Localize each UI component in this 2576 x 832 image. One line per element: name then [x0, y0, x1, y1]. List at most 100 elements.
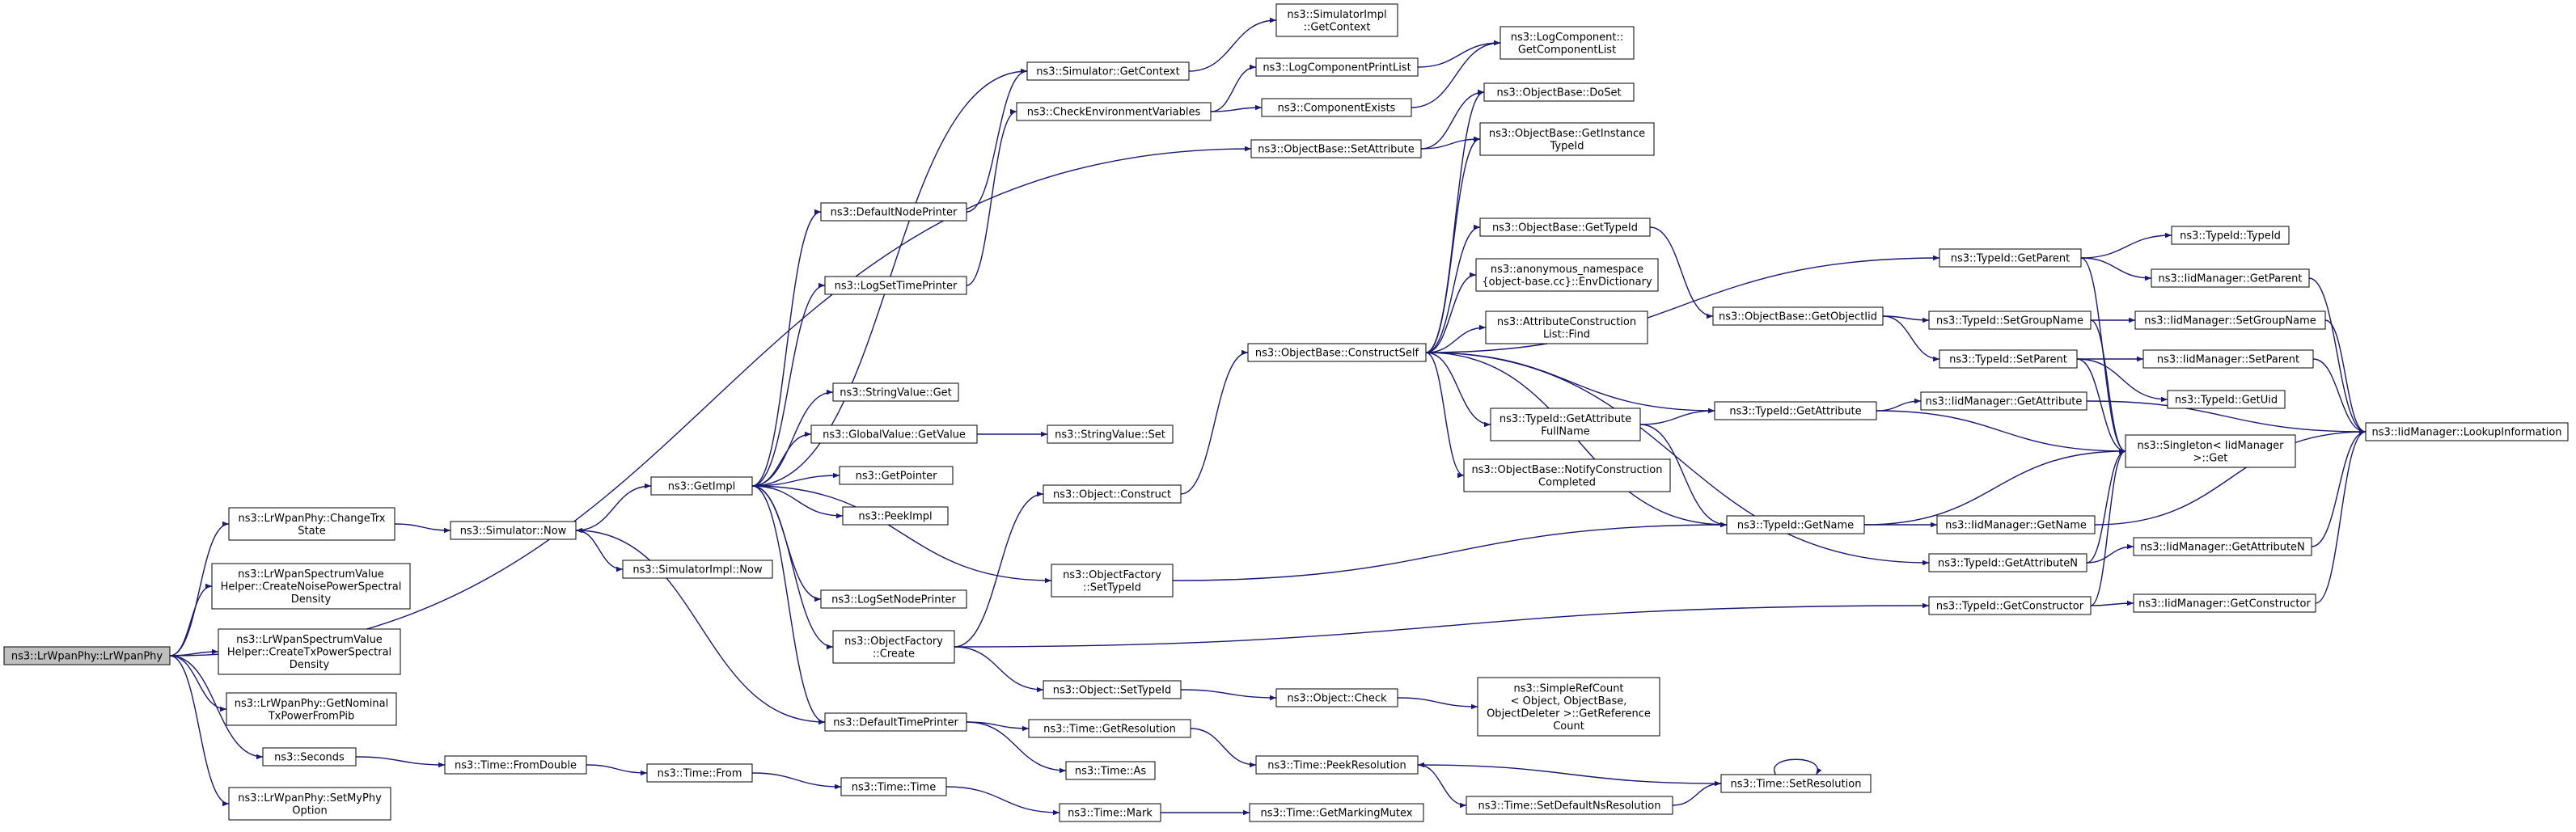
node-simgetctx[interactable]: ns3::Simulator::GetContext [1026, 61, 1190, 81]
node-simimplctx[interactable]: ns3::SimulatorImpl::GetContext [1275, 3, 1398, 37]
node-getpointer[interactable]: ns3::GetPointer [839, 466, 954, 485]
edge-getresolution-to-peekres [1190, 728, 1257, 768]
node-tidgetparent[interactable]: ns3::TypeId::GetParent [1939, 248, 2082, 268]
node-obdoset[interactable]: ns3::ObjectBase::DoSet [1483, 82, 1635, 102]
node-tidgetattr[interactable]: ns3::TypeId::GetAttribute [1714, 401, 1877, 420]
node-label: Helper::CreateTxPowerSpectral [227, 647, 391, 659]
node-fromdouble[interactable]: ns3::Time::FromDouble [444, 755, 587, 775]
node-compexists[interactable]: ns3::ComponentExists [1261, 98, 1412, 117]
node-box [1499, 26, 1635, 60]
node-root[interactable]: ns3::LrWpanPhy::LrWpanPhy [3, 646, 171, 665]
node-getobjectiid[interactable]: ns3::ObjectBase::GetObjectIid [1712, 306, 1884, 326]
node-label: ns3::LogComponentPrintList [1263, 62, 1411, 74]
edge-tidgetattrn-to-iidgetattrn [2086, 543, 2134, 564]
edge-iidsetparent-to-iidlookup [2312, 358, 2367, 435]
node-label: TypeId [1550, 140, 1584, 152]
node-peekimpl[interactable]: ns3::PeekImpl [842, 506, 949, 526]
node-ofsettypeid[interactable]: ns3::ObjectFactory::SetTypeId [1051, 564, 1174, 598]
edge-obsetattr-to-obdoset [1420, 89, 1485, 150]
node-tidgetattrn[interactable]: ns3::TypeId::GetAttributeN [1928, 553, 2087, 572]
edge-iidgetattrn-to-iidlookup [2311, 429, 2367, 547]
node-checkenv[interactable]: ns3::CheckEnvironmentVariables [1016, 102, 1212, 121]
edge-logsettime-to-checkenv [966, 108, 1017, 286]
node-strset[interactable]: ns3::StringValue::Set [1047, 424, 1174, 444]
node-label: ns3::Time::From [658, 768, 742, 780]
node-envdict[interactable]: ns3::anonymous_namespace{object-base.cc}… [1475, 258, 1659, 292]
node-iidgetctor[interactable]: ns3::IidManager::GetConstructor [2133, 593, 2316, 613]
node-label: ns3::DefaultTimePrinter [833, 717, 958, 729]
node-timefrom[interactable]: ns3::Time::From [646, 763, 753, 783]
node-singleton[interactable]: ns3::Singleton< IidManager>::Get [2125, 434, 2296, 468]
node-timetime[interactable]: ns3::Time::Time [840, 777, 947, 796]
node-strget[interactable]: ns3::StringValue::Get [832, 382, 959, 402]
node-seconds[interactable]: ns3::Seconds [262, 747, 357, 767]
node-iidsetparent[interactable]: ns3::IidManager::SetParent [2142, 349, 2314, 369]
node-tidgetname[interactable]: ns3::TypeId::GetName [1726, 515, 1865, 534]
node-box [226, 692, 397, 726]
node-defnodeprinter[interactable]: ns3::DefaultNodePrinter [820, 202, 967, 222]
node-objconstruct[interactable]: ns3::Object::Construct [1043, 484, 1182, 504]
node-box [1026, 61, 1190, 81]
node-tidgetctor[interactable]: ns3::TypeId::GetConstructor [1928, 596, 2092, 615]
node-label: ns3::ObjectBase::GetTypeId [1492, 222, 1638, 234]
node-constructself[interactable]: ns3::ObjectBase::ConstructSelf [1247, 343, 1427, 362]
edge-getimpl-to-defnodeprinter [751, 209, 822, 487]
node-peekres[interactable]: ns3::Time::PeekResolution [1255, 755, 1419, 775]
node-timemark[interactable]: ns3::Time::Mark [1059, 803, 1161, 822]
node-notifyconstr[interactable]: ns3::ObjectBase::NotifyConstructionCompl… [1463, 458, 1671, 492]
node-label: ns3::Time::FromDouble [455, 760, 577, 772]
node-timeas[interactable]: ns3::Time::As [1065, 761, 1156, 780]
node-logsettime[interactable]: ns3::LogSetTimePrinter [824, 276, 967, 295]
node-iidgetattrn[interactable]: ns3::IidManager::GetAttributeN [2133, 537, 2312, 556]
node-iidlookup[interactable]: ns3::IidManager::LookupInformation [2365, 422, 2569, 441]
node-iidgetparent[interactable]: ns3::IidManager::GetParent [2151, 268, 2310, 288]
edge-tidgetparent-to-iidgetparent [2080, 257, 2152, 281]
node-setdefres[interactable]: ns3::Time::SetDefaultNsResolution [1466, 796, 1673, 815]
node-obsetattr[interactable]: ns3::ObjectBase::SetAttribute [1250, 139, 1422, 158]
node-iidsetgroup[interactable]: ns3::IidManager::SetGroupName [2134, 310, 2326, 330]
node-label: ns3::TypeId::GetConstructor [1936, 601, 2084, 613]
node-obgettypeid[interactable]: ns3::ObjectBase::GetTypeId [1479, 218, 1651, 237]
node-noisepsd[interactable]: ns3::LrWpanSpectrumValueHelper::CreateNo… [211, 563, 411, 610]
node-setresolution[interactable]: ns3::Time::SetResolution [1720, 774, 1872, 793]
node-ofcreate[interactable]: ns3::ObjectFactory::Create [832, 630, 955, 664]
node-gvget[interactable]: ns3::GlobalValue::GetValue [810, 424, 978, 444]
edge-iidgetparent-to-iidlookup [2308, 277, 2367, 435]
node-objsettypeid[interactable]: ns3::Object::SetTypeId [1043, 680, 1182, 699]
node-box [2133, 537, 2312, 556]
node-iidgetattr[interactable]: ns3::IidManager::GetAttribute [1920, 391, 2087, 411]
node-lognodeprinter[interactable]: ns3::LogSetNodePrinter [820, 589, 967, 609]
node-getmarkmutex[interactable]: ns3::Time::GetMarkingMutex [1249, 803, 1424, 822]
node-objcheck[interactable]: ns3::Object::Check [1275, 688, 1398, 707]
node-simnow[interactable]: ns3::Simulator::Now [450, 521, 577, 540]
node-label: ns3::Simulator::Now [460, 526, 567, 538]
node-label: ns3::LrWpanPhy::SetMyPhy [238, 792, 382, 805]
node-tidtypeid[interactable]: ns3::TypeId::TypeId [2171, 226, 2290, 245]
node-box [1275, 688, 1398, 707]
node-txpsd[interactable]: ns3::LrWpanSpectrumValueHelper::CreateTx… [218, 628, 401, 675]
node-box [650, 476, 753, 496]
node-simimplnow[interactable]: ns3::SimulatorImpl::Now [622, 560, 773, 579]
node-simplerefcount[interactable]: ns3::SimpleRefCount< Object, ObjectBase,… [1477, 677, 1660, 737]
node-label: ns3::ObjectBase::ConstructSelf [1255, 348, 1419, 360]
node-box [1261, 98, 1412, 117]
node-logprintlist[interactable]: ns3::LogComponentPrintList [1255, 57, 1419, 77]
node-getresolution[interactable]: ns3::Time::GetResolution [1028, 719, 1191, 738]
node-box [1466, 796, 1673, 815]
node-label: State [298, 525, 325, 537]
node-deftimeprinter[interactable]: ns3::DefaultTimePrinter [824, 712, 967, 732]
edge-getattrfull-to-tidgetname [1639, 424, 1728, 528]
node-iidgetname[interactable]: ns3::IidManager::GetName [1936, 515, 2096, 534]
node-tidsetparent[interactable]: ns3::TypeId::SetParent [1939, 349, 2078, 369]
node-tidgetuid[interactable]: ns3::TypeId::GetUid [2167, 390, 2286, 409]
edge-setresolution-to-setresolution [1773, 758, 1822, 775]
node-getcomplist[interactable]: ns3::LogComponent::GetComponentList [1499, 26, 1635, 60]
node-getimpl[interactable]: ns3::GetImpl [650, 476, 753, 496]
node-tidsetgroup[interactable]: ns3::TypeId::SetGroupName [1928, 310, 2092, 330]
